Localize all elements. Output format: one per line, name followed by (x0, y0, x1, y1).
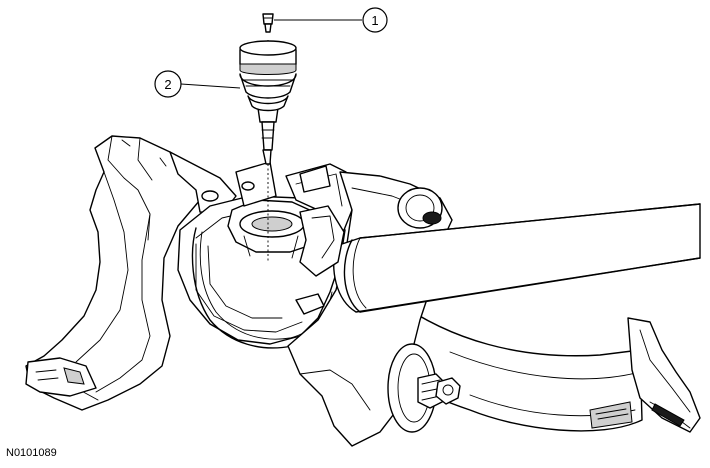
callout-1-circle (362, 7, 388, 33)
ball-joint (239, 40, 297, 112)
steering-knuckle (25, 135, 237, 411)
grease-fitting (262, 13, 274, 33)
callout-1-number: 1 (371, 13, 378, 28)
lower-control-arm (394, 299, 701, 433)
ball-joint-stud (257, 107, 279, 165)
callout-2-circle (154, 70, 182, 98)
callout-2-number: 2 (164, 77, 171, 92)
callout-2: 2 (154, 70, 241, 98)
bracket-loop (295, 205, 345, 315)
callout-1: 1 (274, 7, 388, 33)
figure-code: N0101089 (6, 447, 57, 459)
